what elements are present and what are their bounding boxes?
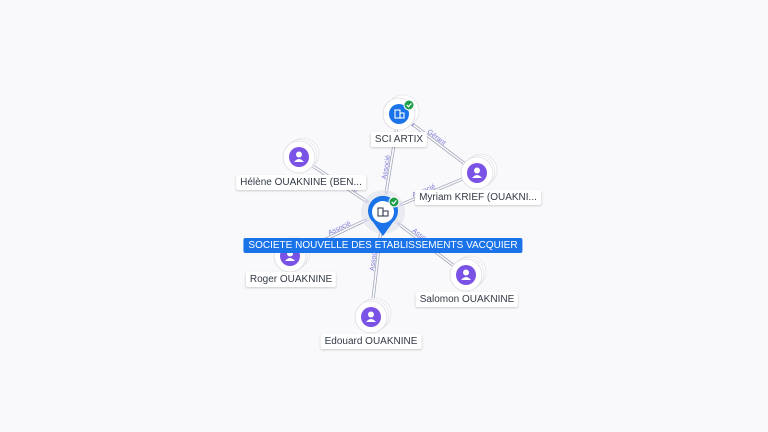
verified-check-icon (388, 196, 400, 208)
person-node-myriam[interactable] (460, 153, 498, 190)
person-icon (472, 167, 482, 178)
node-label-salomon: Salomon OUAKNINE (415, 292, 519, 307)
person-head (368, 311, 374, 318)
node-label-myriam: Myriam KRIEF (OUAKNI... (415, 190, 541, 205)
edge-label: Associé (381, 155, 392, 180)
person-head (463, 269, 469, 276)
person-body (294, 159, 304, 162)
node-label-sci-artix: SCI ARTIX (370, 132, 428, 147)
person-icon (366, 311, 376, 322)
verified-check-icon (403, 99, 415, 111)
person-icon (294, 151, 304, 162)
building-icon (377, 207, 389, 217)
node-label-helene: Hélène OUAKNINE (BEN... (236, 175, 366, 190)
node-label-roger: Roger OUAKNINE (245, 272, 337, 287)
person-node-helene[interactable] (282, 137, 320, 174)
nodes-layer (273, 94, 498, 334)
person-head (296, 151, 302, 158)
person-icon (461, 269, 471, 280)
person-body (285, 258, 295, 261)
person-node-edouard[interactable] (354, 297, 392, 334)
main-company-node[interactable] (361, 190, 405, 236)
building-icon (394, 109, 405, 119)
node-label-edouard: Edouard OUAKNINE (320, 334, 422, 349)
edge-label: Associé (369, 246, 379, 271)
person-body (472, 175, 482, 178)
building-wing (399, 112, 405, 119)
person-body (366, 319, 376, 322)
person-head (474, 167, 480, 174)
edge-label: Associé (327, 220, 352, 237)
person-node-salomon[interactable] (449, 255, 487, 292)
person-body (461, 277, 471, 280)
company-node-sci-artix[interactable] (382, 94, 420, 131)
main-node-label: SOCIETE NOUVELLE DES ETABLISSEMENTS VACQ… (243, 238, 523, 253)
